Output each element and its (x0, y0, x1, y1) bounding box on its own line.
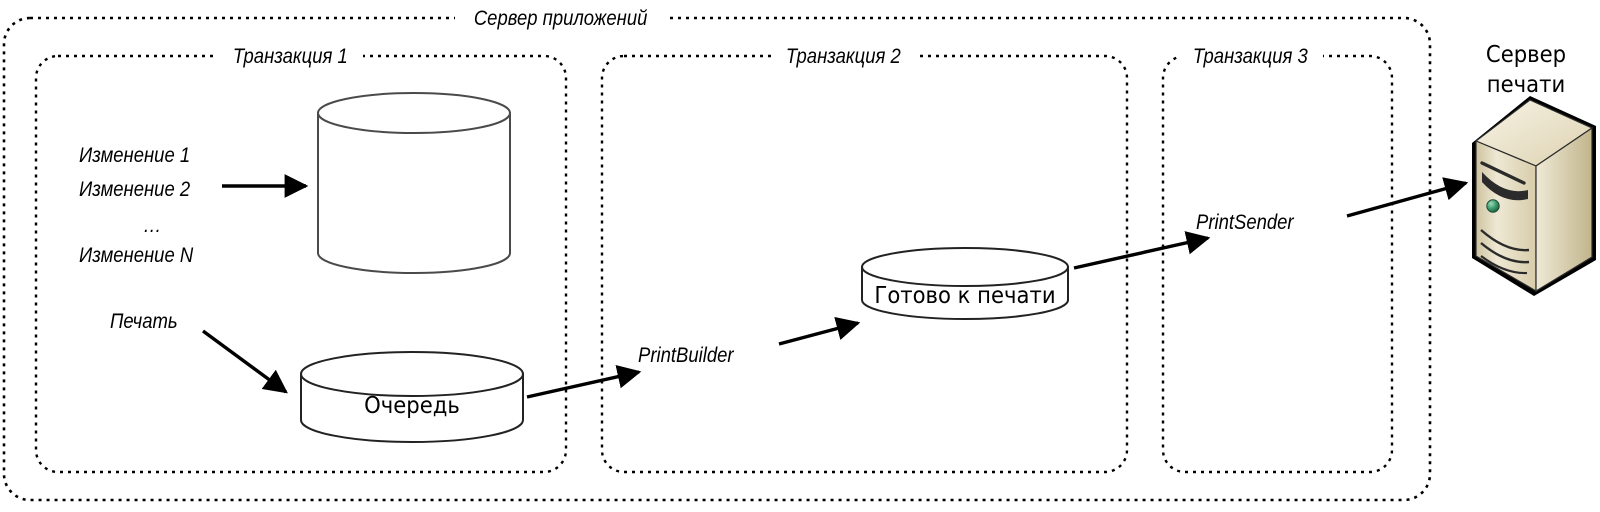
transaction-2-title: Транзакция 2 (785, 45, 901, 68)
arrow-builder-to-ready (778, 317, 861, 346)
print-server-caption-line2: печати (1486, 72, 1566, 98)
print-builder-label: PrintBuilder (638, 344, 734, 367)
queue-cylinder-label: Очередь (364, 393, 460, 419)
ready-cylinder-label: Готово к печати (874, 283, 1056, 309)
ready-cylinder-shape (861, 247, 1069, 320)
print-server-tower-icon (1472, 96, 1596, 296)
change-line-n: Изменение N (79, 244, 194, 267)
transaction-3-title: Транзакция 3 (1192, 45, 1308, 68)
change-ellipsis: … (143, 214, 162, 237)
server-led-indicator (1486, 199, 1500, 213)
print-label: Печать (110, 310, 178, 333)
transaction-1-title: Транзакция 1 (232, 45, 348, 68)
change-line-2: Изменение 2 (79, 178, 191, 201)
arrow-ready-to-sender (1073, 231, 1211, 270)
arrow-print-to-queue (201, 329, 288, 394)
print-server-caption-line1: Сервер (1485, 42, 1567, 68)
print-sender-label: PrintSender (1196, 211, 1294, 234)
queue-cylinder-shape (300, 351, 524, 443)
arrow-queue-to-builder (526, 365, 642, 399)
transaction-3-container (1161, 54, 1394, 474)
app-server-title: Сервер приложений (473, 7, 648, 30)
arrow-sender-to-server (1346, 177, 1469, 218)
change-line-1: Изменение 1 (79, 144, 191, 167)
app-server-container (2, 16, 1432, 502)
database-cylinder-shape (317, 92, 511, 274)
